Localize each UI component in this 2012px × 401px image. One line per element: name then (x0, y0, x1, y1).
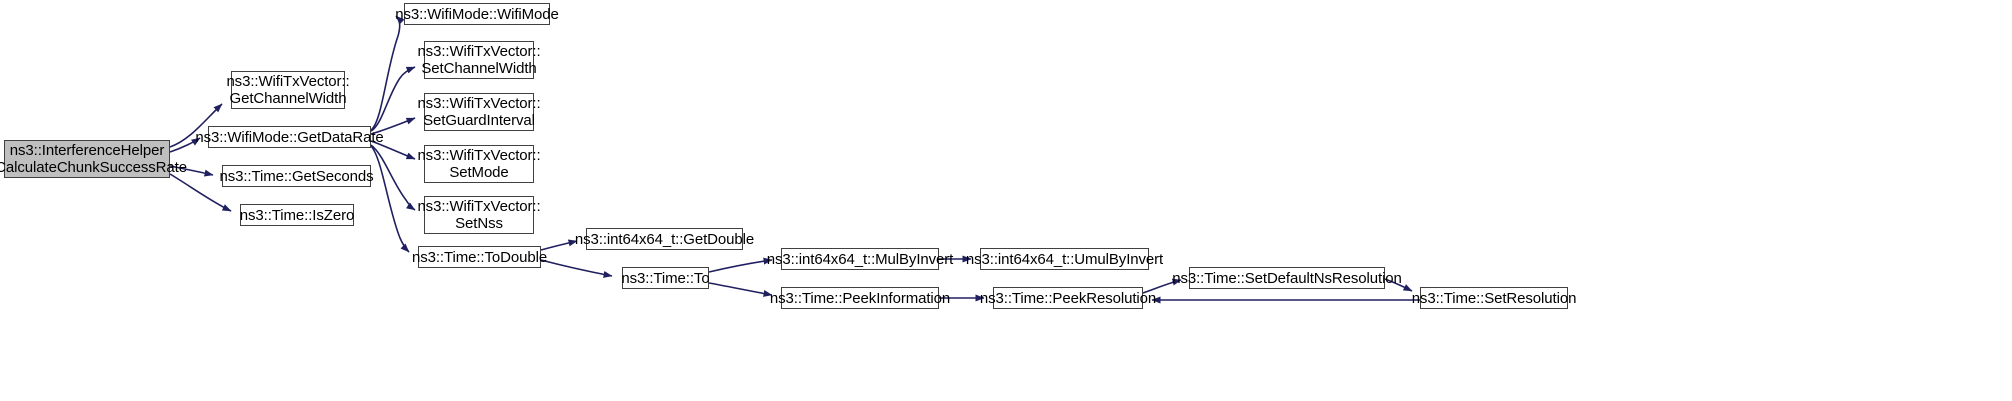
node-getdatarate[interactable]: ns3::WifiMode::GetDataRate (195, 126, 384, 148)
node-label-peekresolution: ns3::Time::PeekResolution (979, 289, 1157, 307)
node-setguardinterval[interactable]: ns3::WifiTxVector:: SetGuardInterval (417, 93, 541, 131)
node-getseconds[interactable]: ns3::Time::GetSeconds (219, 165, 374, 187)
node-getchannelwidth[interactable]: ns3::WifiTxVector:: GetChannelWidth (226, 71, 350, 109)
node-setmode[interactable]: ns3::WifiTxVector:: SetMode (417, 145, 541, 183)
node-label-getdouble: ns3::int64x64_t::GetDouble (574, 230, 755, 248)
node-label-setchannelwidth: ns3::WifiTxVector:: SetChannelWidth (417, 43, 541, 77)
node-setchannelwidth[interactable]: ns3::WifiTxVector:: SetChannelWidth (417, 41, 541, 79)
edge-getdatarate-to-setnss (370, 144, 416, 211)
node-label-getdatarate: ns3::WifiMode::GetDataRate (195, 128, 384, 146)
node-umulbyinvert[interactable]: ns3::int64x64_t::UmulByInvert (966, 248, 1163, 270)
node-label-getchannelwidth: ns3::WifiTxVector:: GetChannelWidth (226, 73, 350, 107)
node-iszero[interactable]: ns3::Time::IsZero (240, 204, 354, 226)
node-label-umulbyinvert: ns3::int64x64_t::UmulByInvert (965, 250, 1164, 268)
node-todouble[interactable]: ns3::Time::ToDouble (412, 246, 547, 268)
node-label-iszero: ns3::Time::IsZero (239, 206, 355, 224)
node-setresolution[interactable]: ns3::Time::SetResolution (1412, 287, 1576, 309)
node-label-root: ns3::InterferenceHelper ::CalculateChunk… (0, 142, 187, 176)
edge-getdatarate-to-todouble (370, 145, 410, 253)
edge-to-to-peekinformation (708, 282, 773, 297)
node-peekresolution[interactable]: ns3::Time::PeekResolution (980, 287, 1156, 309)
edge-to-to-mulbyinvert (708, 257, 773, 273)
edge-todouble-to-to (540, 259, 613, 278)
edge-getdatarate-to-wifimode (370, 15, 405, 131)
node-label-setnss: ns3::WifiTxVector:: SetNss (417, 198, 541, 232)
node-label-setmode: ns3::WifiTxVector:: SetMode (417, 147, 541, 181)
node-label-peekinformation: ns3::Time::PeekInformation (769, 289, 951, 307)
edge-getdatarate-to-setchannelwidth (370, 66, 416, 132)
node-label-setresolution: ns3::Time::SetResolution (1411, 289, 1577, 307)
node-label-mulbyinvert: ns3::int64x64_t::MulByInvert (766, 250, 954, 268)
node-getdouble[interactable]: ns3::int64x64_t::GetDouble (575, 228, 754, 250)
node-mulbyinvert[interactable]: ns3::int64x64_t::MulByInvert (767, 248, 953, 270)
node-wifimode[interactable]: ns3::WifiMode::WifiMode (395, 3, 559, 25)
node-setdefaultnsresolution[interactable]: ns3::Time::SetDefaultNsResolution (1172, 267, 1402, 289)
node-label-to: ns3::Time::To (621, 269, 710, 287)
node-label-getseconds: ns3::Time::GetSeconds (219, 167, 374, 185)
node-label-setdefaultnsresolution: ns3::Time::SetDefaultNsResolution (1172, 269, 1402, 287)
node-to[interactable]: ns3::Time::To (621, 267, 710, 289)
node-root: ns3::InterferenceHelper ::CalculateChunk… (0, 140, 187, 178)
node-peekinformation[interactable]: ns3::Time::PeekInformation (770, 287, 950, 309)
node-label-wifimode: ns3::WifiMode::WifiMode (395, 5, 559, 23)
node-label-todouble: ns3::Time::ToDouble (411, 248, 548, 266)
node-setnss[interactable]: ns3::WifiTxVector:: SetNss (417, 196, 541, 234)
node-label-setguardinterval: ns3::WifiTxVector:: SetGuardInterval (417, 95, 541, 129)
